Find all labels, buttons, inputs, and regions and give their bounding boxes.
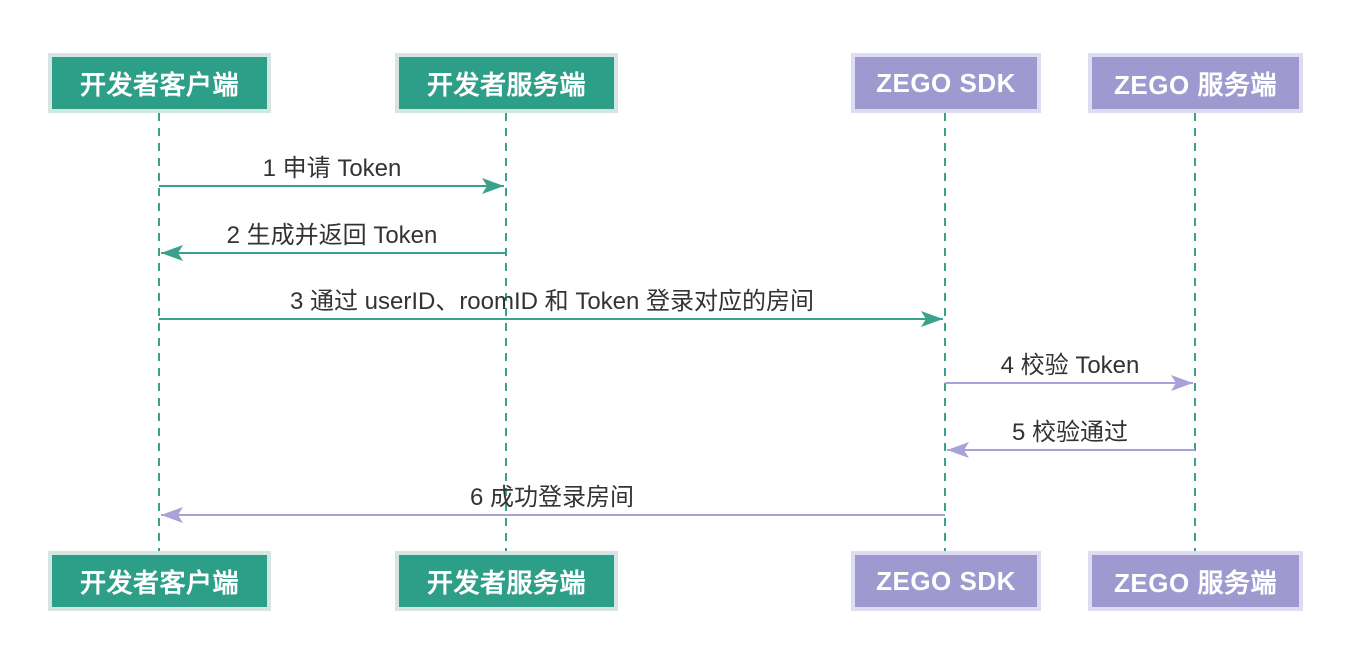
participant-developer-server-bottom: 开发者服务端: [395, 551, 618, 611]
participant-developer-server-top: 开发者服务端: [395, 53, 618, 113]
message-label-3: 3 通过 userID、roomID 和 Token 登录对应的房间: [289, 288, 815, 315]
participant-zego-sdk-bottom: ZEGO SDK: [851, 551, 1041, 611]
message-label-2: 2 生成并返回 Token: [226, 222, 438, 249]
participant-zego-server-bottom: ZEGO 服务端: [1088, 551, 1303, 611]
message-label-4: 4 校验 Token: [1000, 352, 1140, 379]
message-label-5: 5 校验通过: [1011, 419, 1129, 446]
message-label-1: 1 申请 Token: [262, 155, 402, 182]
participant-developer-client-top: 开发者客户端: [48, 53, 271, 113]
participant-developer-client-bottom: 开发者客户端: [48, 551, 271, 611]
participant-zego-server-top: ZEGO 服务端: [1088, 53, 1303, 113]
participant-zego-sdk-top: ZEGO SDK: [851, 53, 1041, 113]
message-label-6: 6 成功登录房间: [469, 484, 635, 511]
